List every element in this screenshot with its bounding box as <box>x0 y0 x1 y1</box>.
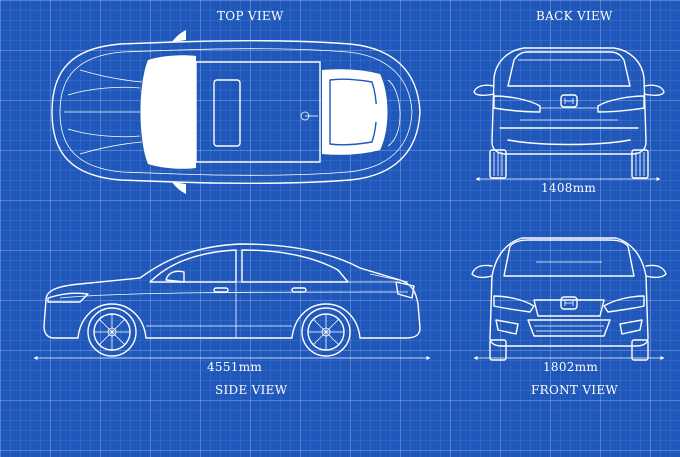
front-view-drawing <box>471 237 667 361</box>
front-wheel <box>87 307 137 357</box>
front-width-dimension: 1802mm <box>543 360 599 374</box>
front-view-label: FRONT VIEW <box>531 383 619 397</box>
back-width-dimension: 1408mm <box>541 181 597 195</box>
top-view-drawing <box>51 30 421 194</box>
rear-wheel <box>301 307 351 357</box>
side-view-drawing <box>33 243 431 360</box>
top-view-label: TOP VIEW <box>217 9 284 23</box>
side-view-label: SIDE VIEW <box>215 383 288 397</box>
length-dimension: 4551mm <box>207 360 263 374</box>
back-view-drawing <box>473 47 665 181</box>
back-view-label: BACK VIEW <box>536 9 613 23</box>
